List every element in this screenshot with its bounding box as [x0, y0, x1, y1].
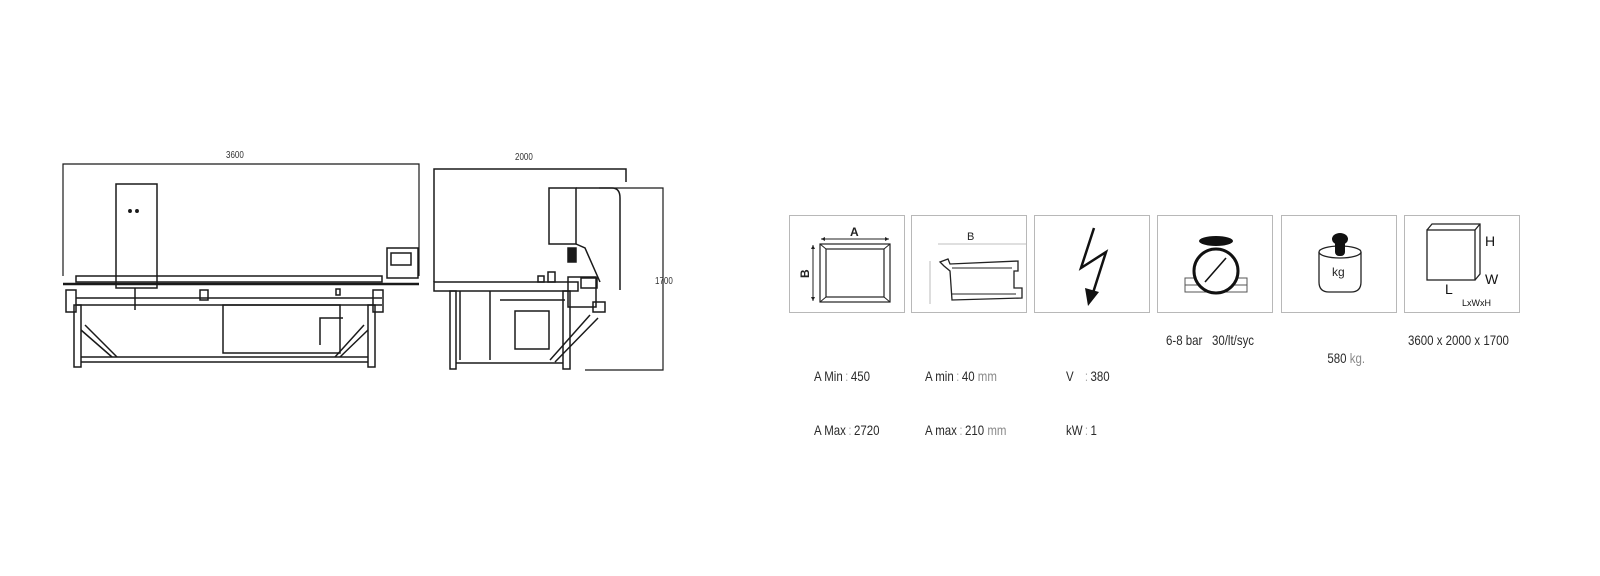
spec-card-air-pressure — [1157, 215, 1273, 313]
machine-technical-drawing — [62, 163, 664, 371]
svg-text:B: B — [798, 269, 812, 278]
spec-weight-values: 580 kg. — [1327, 350, 1366, 366]
svg-text:L: L — [1445, 281, 1453, 297]
spec-card-profile-size: B — [911, 215, 1027, 313]
spec-frame-size-values: A Min:450 A Max:2720 — [814, 368, 880, 438]
spec-air-values: 6-8 bar 30/lt/syc — [1166, 332, 1255, 348]
side-height-dimension: 1700 — [655, 276, 673, 287]
spec-profile-size-values: A min:40 mm A max:210 mm — [925, 368, 1007, 438]
weight-kg-icon: kg — [1318, 233, 1362, 293]
side-view-drawing — [433, 168, 664, 371]
spec-card-weight: kg — [1281, 215, 1397, 313]
frame-dimensions-icon: A B — [798, 225, 891, 303]
svg-text:LxWxH: LxWxH — [1462, 298, 1491, 308]
spec-card-frame-size: A B — [789, 215, 905, 313]
svg-text:W: W — [1485, 271, 1499, 287]
spec-power-values: V:380 kW:1 — [1066, 368, 1110, 438]
side-depth-dimension: 2000 — [515, 152, 533, 163]
svg-text:B: B — [967, 231, 974, 243]
lightning-bolt-icon — [1078, 227, 1109, 306]
svg-text:H: H — [1485, 233, 1495, 249]
spec-card-dimensions: H W L LxWxH — [1404, 215, 1520, 313]
spec-card-power — [1034, 215, 1150, 313]
box-dimensions-icon: H W L LxWxH — [1426, 223, 1499, 308]
pressure-gauge-icon — [1184, 236, 1248, 295]
svg-text:A: A — [850, 225, 859, 239]
spec-dimensions-values: 3600 x 2000 x 1700 — [1408, 332, 1509, 348]
front-view-drawing — [62, 163, 420, 368]
front-width-dimension: 3600 — [226, 150, 244, 161]
svg-text:kg: kg — [1332, 265, 1345, 279]
profile-section-icon: B — [929, 231, 1026, 304]
